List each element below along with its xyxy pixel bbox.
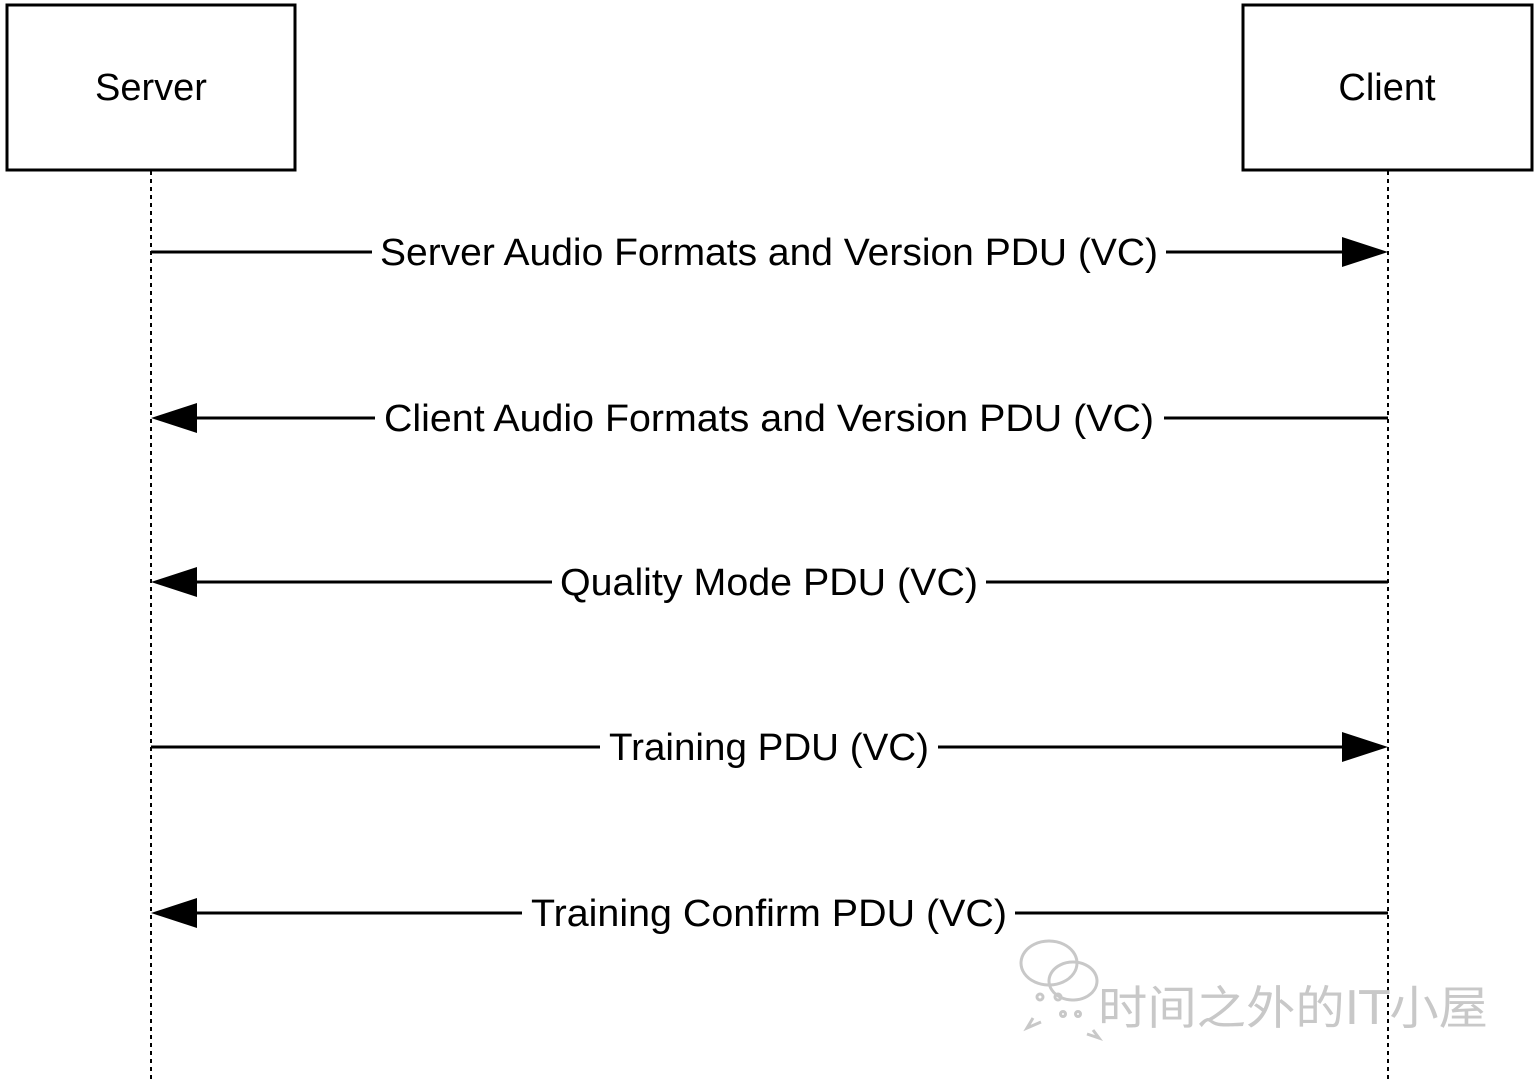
message-training-confirm: Training Confirm PDU (VC): [151, 893, 1388, 935]
participant-client-label: Client: [1338, 67, 1436, 109]
arrowhead-right-icon: [1342, 237, 1388, 267]
message-training: Training PDU (VC): [151, 727, 1388, 769]
message-label: Client Audio Formats and Version PDU (VC…: [384, 398, 1154, 440]
wechat-icon: [1019, 939, 1104, 1041]
message-server-audio-formats: Server Audio Formats and Version PDU (VC…: [151, 232, 1388, 274]
watermark: 时间之外的IT小屋: [1019, 939, 1488, 1041]
participant-client: Client: [1241, 3, 1534, 172]
message-label: Server Audio Formats and Version PDU (VC…: [380, 232, 1158, 274]
arrowhead-left-icon: [151, 403, 197, 433]
arrowhead-right-icon: [1342, 732, 1388, 762]
participant-server: Server: [5, 3, 297, 172]
participant-server-label: Server: [95, 67, 207, 109]
watermark-text: 时间之外的IT小屋: [1098, 981, 1488, 1035]
message-client-audio-formats: Client Audio Formats and Version PDU (VC…: [151, 398, 1388, 440]
message-label: Quality Mode PDU (VC): [560, 562, 978, 604]
participant-server-box: [5, 3, 297, 172]
participant-client-box: [1241, 3, 1534, 172]
message-quality-mode: Quality Mode PDU (VC): [151, 562, 1388, 604]
message-label: Training Confirm PDU (VC): [531, 893, 1007, 935]
arrowhead-left-icon: [151, 898, 197, 928]
message-label: Training PDU (VC): [609, 727, 929, 769]
arrowhead-left-icon: [151, 567, 197, 597]
